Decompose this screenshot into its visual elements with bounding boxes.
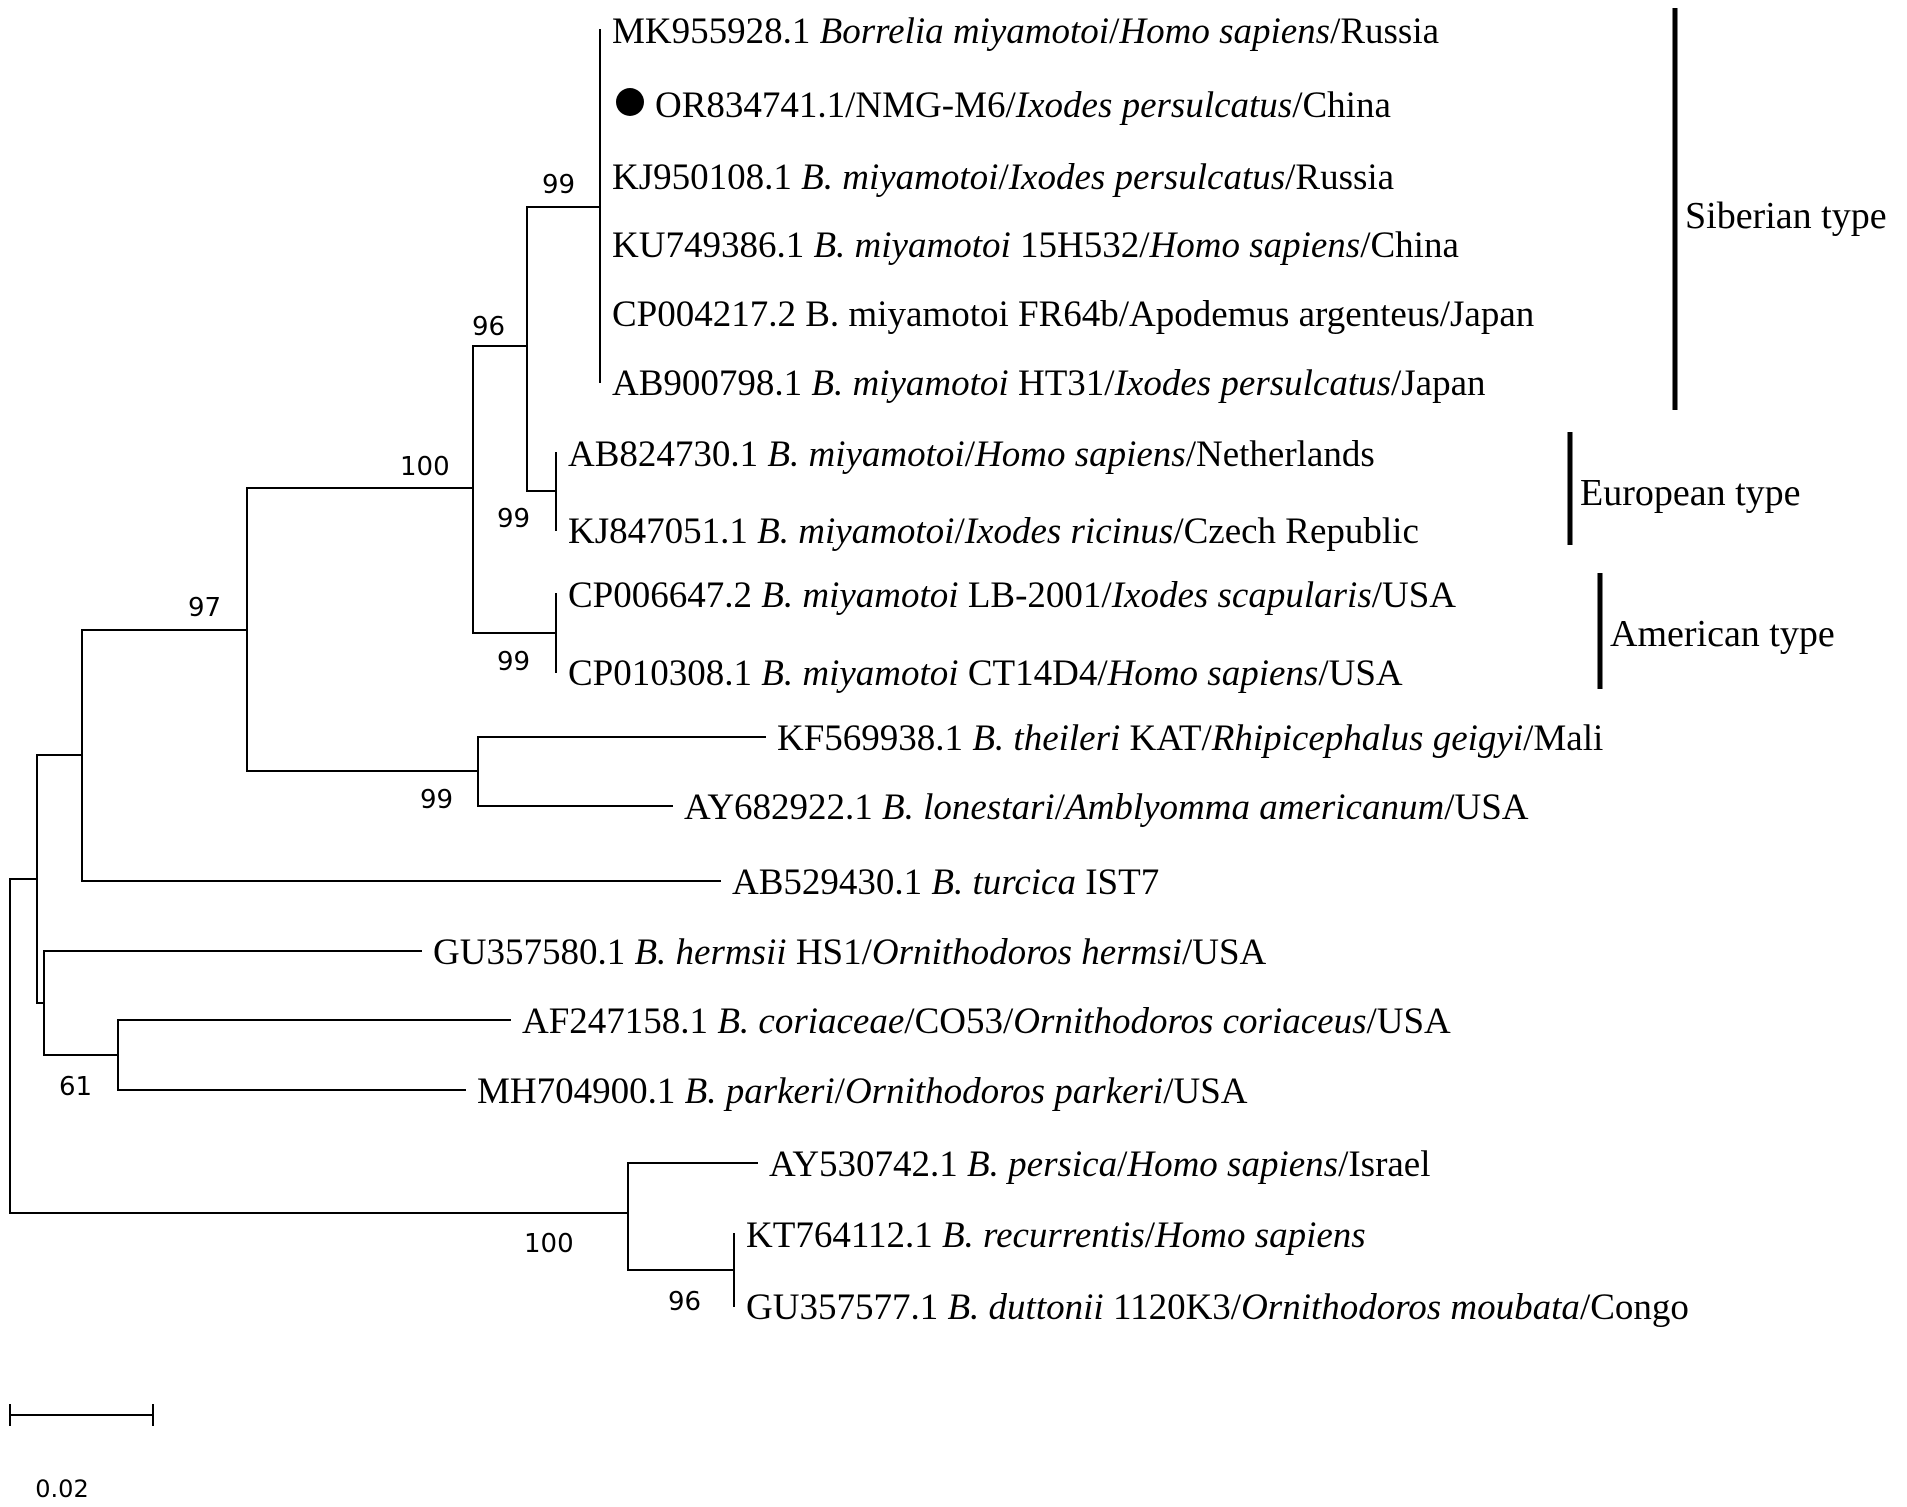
scale-bar: 0.02 — [9, 1404, 154, 1503]
scale-bar-label: 0.02 — [35, 1475, 88, 1503]
bootstrap-value: 61 — [59, 1072, 92, 1102]
clade-label: American type — [1610, 613, 1835, 655]
taxon-label: AF247158.1 B. coriaceae/CO53/Ornithodoro… — [522, 1001, 1451, 1042]
taxon-label: KJ847051.1 B. miyamotoi/Ixodes ricinus/C… — [568, 511, 1419, 552]
bootstrap-value: 99 — [542, 170, 575, 200]
taxon-label: KJ950108.1 B. miyamotoi/Ixodes persulcat… — [612, 157, 1394, 198]
bootstrap-value: 96 — [668, 1287, 701, 1317]
taxon-label: MK955928.1 Borrelia miyamotoi/Homo sapie… — [612, 11, 1439, 52]
taxon-label: AY682922.1 B. lonestari/Amblyomma americ… — [684, 787, 1529, 828]
bootstrap-value: 99 — [497, 647, 530, 677]
tree-branches — [9, 29, 766, 1307]
bootstrap-value: 96 — [472, 312, 505, 342]
taxon-labels: MK955928.1 Borrelia miyamotoi/Homo sapie… — [433, 11, 1689, 1328]
clade-label: European type — [1580, 472, 1801, 514]
taxon-label: CP004217.2 B. miyamotoi FR64b/Apodemus a… — [612, 294, 1534, 335]
taxon-label: KT764112.1 B. recurrentis/Homo sapiens — [746, 1215, 1366, 1256]
bootstrap-value: 99 — [497, 504, 530, 534]
clade-label: Siberian type — [1685, 195, 1887, 237]
taxon-label: AB900798.1 B. miyamotoi HT31/Ixodes pers… — [612, 363, 1486, 404]
taxon-label: GU357580.1 B. hermsii HS1/Ornithodoros h… — [433, 932, 1267, 973]
bootstrap-value: 100 — [524, 1229, 574, 1259]
taxon-label: CP010308.1 B. miyamotoi CT14D4/Homo sapi… — [568, 653, 1403, 694]
taxon-label: GU357577.1 B. duttonii 1120K3/Ornithodor… — [746, 1287, 1689, 1328]
bootstrap-value: 97 — [188, 593, 221, 623]
taxon-label: AY530742.1 B. persica/Homo sapiens/Israe… — [769, 1144, 1431, 1185]
taxon-label: MH704900.1 B. parkeri/Ornithodoros parke… — [477, 1071, 1248, 1112]
taxon-label: AB529430.1 B. turcica IST7 — [732, 862, 1159, 903]
taxon-label: AB824730.1 B. miyamotoi/Homo sapiens/Net… — [568, 434, 1375, 475]
taxon-label: CP006647.2 B. miyamotoi LB-2001/Ixodes s… — [568, 575, 1456, 616]
bootstrap-value: 99 — [420, 785, 453, 815]
filled-circle-icon — [616, 88, 644, 116]
taxon-label: OR834741.1/NMG-M6/Ixodes persulcatus/Chi… — [655, 85, 1391, 126]
bootstrap-value: 100 — [400, 452, 450, 482]
bootstrap-values: 99 96 100 99 99 97 99 61 100 96 — [59, 170, 701, 1317]
taxon-label: KF569938.1 B. theileri KAT/Rhipicephalus… — [777, 718, 1603, 759]
taxon-label: KU749386.1 B. miyamotoi 15H532/Homo sapi… — [612, 225, 1459, 266]
